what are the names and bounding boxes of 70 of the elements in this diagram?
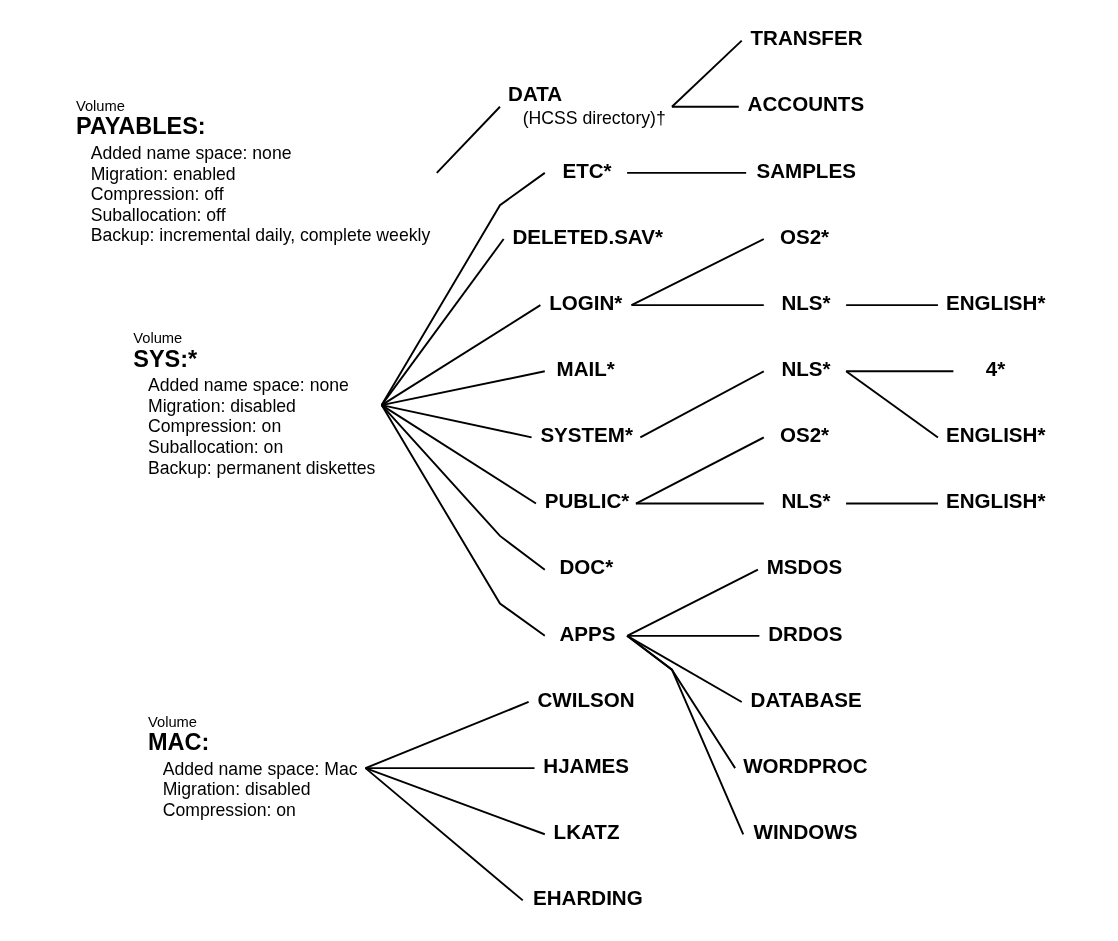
node-label: Backup: permanent diskettes bbox=[147, 457, 375, 478]
node-text: APPS bbox=[559, 621, 615, 645]
node-text: NLS* bbox=[780, 357, 831, 380]
connector bbox=[844, 304, 939, 307]
node-label: Compression: off bbox=[90, 184, 224, 205]
node-label: Suballocation: on bbox=[147, 437, 283, 458]
connector bbox=[844, 502, 939, 505]
node-text: SYSTEM* bbox=[539, 423, 633, 447]
node-text: Volume MAC: bbox=[147, 713, 209, 756]
node-text: DRDOS bbox=[767, 621, 842, 645]
node-label: Backup: incremental daily, complete weekly bbox=[90, 225, 430, 246]
node-text: WINDOWS bbox=[753, 819, 857, 843]
connector bbox=[625, 634, 744, 836]
node-label: Added name space: none bbox=[90, 143, 292, 164]
node-text: TRANSFER bbox=[750, 26, 863, 50]
connector bbox=[670, 39, 743, 108]
connector bbox=[670, 105, 740, 108]
connector bbox=[634, 436, 765, 505]
node-text: DATABASE bbox=[750, 687, 862, 711]
node-text: ETC* bbox=[561, 158, 612, 182]
node-text: NLS* bbox=[780, 489, 831, 513]
node-text: LKATZ bbox=[553, 819, 619, 843]
node-text: ENGLISH* bbox=[945, 489, 1045, 513]
connector bbox=[625, 568, 759, 637]
node-text: DOC* bbox=[559, 555, 613, 579]
connector bbox=[634, 502, 765, 505]
node-text: Volume PAYABLES: bbox=[75, 98, 206, 140]
node-label: (HCSS directory)† bbox=[522, 107, 666, 128]
node-label: Compression: on bbox=[162, 800, 296, 821]
connector bbox=[364, 767, 524, 902]
node-text: ENGLISH* bbox=[945, 290, 1045, 314]
connector bbox=[630, 304, 765, 307]
node-text: 4* bbox=[985, 357, 1005, 380]
node-label: Added name space: none bbox=[147, 375, 349, 396]
node-text: MAIL* bbox=[556, 357, 615, 380]
node-text: Volume SYS:* bbox=[132, 330, 197, 372]
node-text: ACCOUNTS bbox=[747, 92, 864, 116]
node-text: SAMPLES bbox=[755, 158, 856, 182]
node-text: HJAMES bbox=[542, 753, 629, 777]
node-label: Migration: disabled bbox=[162, 779, 311, 800]
connector bbox=[364, 767, 535, 770]
node-text: DELETED.SAV* bbox=[511, 224, 663, 248]
connector bbox=[364, 767, 546, 836]
node-label: Migration: enabled bbox=[90, 163, 236, 184]
connector bbox=[380, 404, 537, 505]
connector bbox=[435, 105, 501, 174]
node-text: PUBLIC* bbox=[544, 489, 629, 513]
node-text: EHARDING bbox=[532, 886, 643, 910]
connector bbox=[380, 404, 546, 571]
node-label: Added name space: Mac bbox=[162, 758, 358, 779]
node-text: OS2* bbox=[779, 224, 829, 248]
connector bbox=[638, 370, 765, 439]
connector bbox=[630, 238, 765, 307]
node-text: LOGIN* bbox=[548, 290, 622, 314]
connector bbox=[380, 171, 546, 407]
connector bbox=[625, 171, 747, 174]
node-text: OS2* bbox=[779, 423, 829, 447]
node-label: Migration: disabled bbox=[147, 395, 296, 416]
node-label: Suballocation: off bbox=[90, 204, 226, 225]
connector bbox=[844, 370, 939, 439]
node-text: MSDOS bbox=[766, 555, 842, 579]
node-label: Compression: on bbox=[147, 416, 281, 437]
node-text: ENGLISH* bbox=[945, 423, 1045, 447]
node-text: DATA bbox=[507, 82, 562, 106]
node-text: WORDPROC bbox=[742, 753, 868, 777]
connector bbox=[380, 404, 546, 637]
node-text: CWILSON bbox=[536, 687, 635, 711]
connector bbox=[844, 370, 954, 373]
node-text: NLS* bbox=[780, 290, 831, 314]
connector bbox=[364, 701, 530, 770]
